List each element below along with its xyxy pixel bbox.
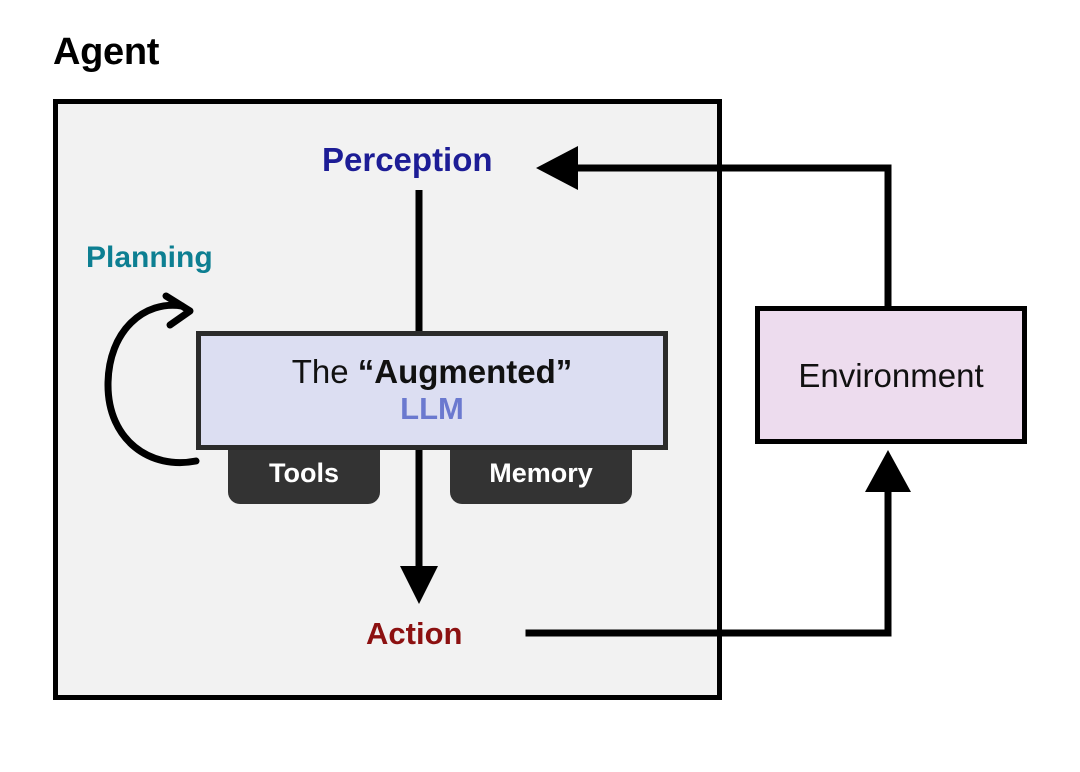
environment-box: Environment bbox=[755, 306, 1027, 444]
llm-subtitle: LLM bbox=[400, 391, 464, 427]
llm-title-prefix: The bbox=[291, 352, 358, 390]
memory-tab: Memory bbox=[450, 447, 632, 504]
planning-label: Planning bbox=[86, 241, 213, 274]
environment-label: Environment bbox=[798, 356, 984, 394]
memory-label: Memory bbox=[489, 458, 593, 488]
augmented-llm-box: The “Augmented” LLM bbox=[196, 331, 668, 450]
perception-label: Perception bbox=[322, 141, 493, 178]
llm-title-line: The “Augmented” bbox=[292, 354, 573, 390]
tools-tab: Tools bbox=[228, 447, 380, 504]
tools-label: Tools bbox=[269, 458, 339, 488]
agent-title: Agent bbox=[53, 31, 160, 73]
action-label: Action bbox=[366, 616, 463, 651]
llm-title-emphasis: “Augmented” bbox=[357, 352, 573, 390]
